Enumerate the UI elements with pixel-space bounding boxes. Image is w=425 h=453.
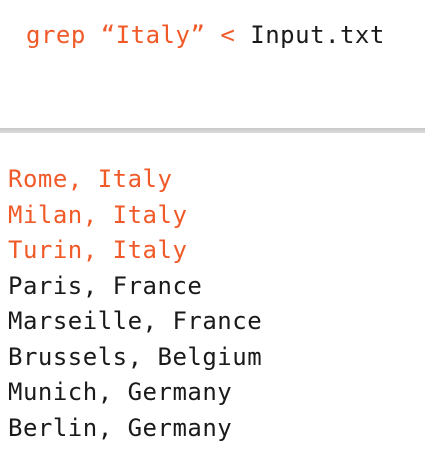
- list-item: Marseille, France: [8, 307, 263, 335]
- grep-command: grep “Italy” < Input.txt: [26, 18, 385, 52]
- list-item: Milan, Italy: [8, 200, 188, 229]
- command-program: grep: [26, 21, 86, 49]
- list-item: Turin, Italy: [8, 236, 188, 264]
- list-item: Paris, France: [8, 271, 203, 300]
- command-input-file: Input.txt: [250, 21, 385, 49]
- list-item: Brussels, Belgium: [8, 342, 263, 371]
- command-pattern: “Italy”: [100, 21, 206, 49]
- list-item: Berlin, Germany: [8, 413, 233, 442]
- list-item: Munich, Germany: [8, 378, 233, 406]
- list-item: Rome, Italy: [8, 165, 173, 193]
- input-file-lines: Rome, Italy Milan, Italy Turin, Italy Pa…: [8, 162, 262, 446]
- divider: [0, 128, 425, 133]
- command-redirect: <: [220, 21, 236, 49]
